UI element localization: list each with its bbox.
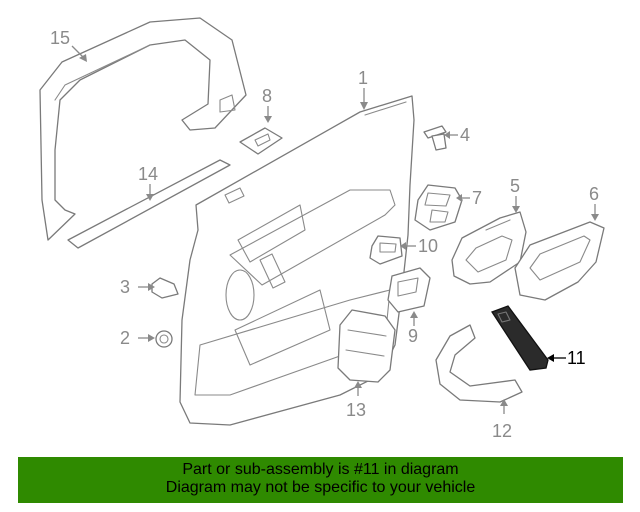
callout-7: 7 bbox=[456, 188, 482, 208]
callout-label-3: 3 bbox=[120, 277, 130, 297]
callout-3: 3 bbox=[120, 277, 155, 297]
callout-label-7: 7 bbox=[472, 188, 482, 208]
callout-10: 10 bbox=[400, 236, 438, 256]
callout-label-2: 2 bbox=[120, 328, 130, 348]
part-10-switch bbox=[369, 235, 403, 265]
callout-label-9: 9 bbox=[408, 326, 418, 346]
callout-15: 15 bbox=[50, 28, 87, 62]
callout-13: 13 bbox=[346, 381, 366, 420]
part-2-grommet bbox=[155, 330, 173, 348]
callout-label-6: 6 bbox=[589, 184, 599, 204]
callout-14: 14 bbox=[138, 164, 158, 201]
callout-4: 4 bbox=[444, 125, 470, 145]
callout-label-14: 14 bbox=[138, 164, 158, 184]
banner-line-2: Diagram may not be specific to your vehi… bbox=[165, 479, 476, 496]
callout-6: 6 bbox=[589, 184, 599, 221]
callout-label-5: 5 bbox=[510, 176, 520, 196]
part-9-switch-pack bbox=[387, 267, 431, 313]
banner-line-1: Part or sub-assembly is #11 in diagram bbox=[182, 461, 459, 478]
part-14-belt-molding bbox=[67, 159, 231, 249]
callout-label-13: 13 bbox=[346, 400, 366, 420]
callout-label-10: 10 bbox=[418, 236, 438, 256]
callout-label-11: 11 bbox=[567, 348, 586, 368]
callout-label-1: 1 bbox=[358, 68, 368, 88]
callout-label-15: 15 bbox=[50, 28, 70, 48]
callout-5: 5 bbox=[510, 176, 520, 213]
part-5-inner-handle bbox=[451, 211, 527, 285]
callout-2: 2 bbox=[120, 328, 155, 348]
info-banner: Part or sub-assembly is #11 in diagram D… bbox=[18, 457, 623, 503]
part-6-handle-bezel bbox=[514, 221, 605, 301]
part-7-window-switch bbox=[414, 184, 463, 231]
part-15-window-frame bbox=[39, 17, 247, 241]
parts-diagram: 1 2 3 4 5 6 7 8 9 10 bbox=[39, 17, 605, 441]
callout-8: 8 bbox=[262, 86, 272, 123]
callout-9: 9 bbox=[408, 311, 418, 346]
part-12-grab-handle bbox=[435, 324, 523, 403]
part-4-push-clip bbox=[423, 125, 447, 151]
callout-label-4: 4 bbox=[460, 125, 470, 145]
callout-11: 11 bbox=[547, 348, 586, 368]
callout-12: 12 bbox=[492, 399, 512, 441]
part-13-control-module bbox=[337, 309, 396, 383]
part-8-switch-bezel bbox=[239, 127, 283, 155]
callout-label-12: 12 bbox=[492, 421, 512, 441]
callout-label-8: 8 bbox=[262, 86, 272, 106]
part-3-retainer-clip bbox=[151, 277, 179, 299]
part-11-highlighted-bracket bbox=[491, 305, 549, 371]
callout-1: 1 bbox=[358, 68, 368, 110]
